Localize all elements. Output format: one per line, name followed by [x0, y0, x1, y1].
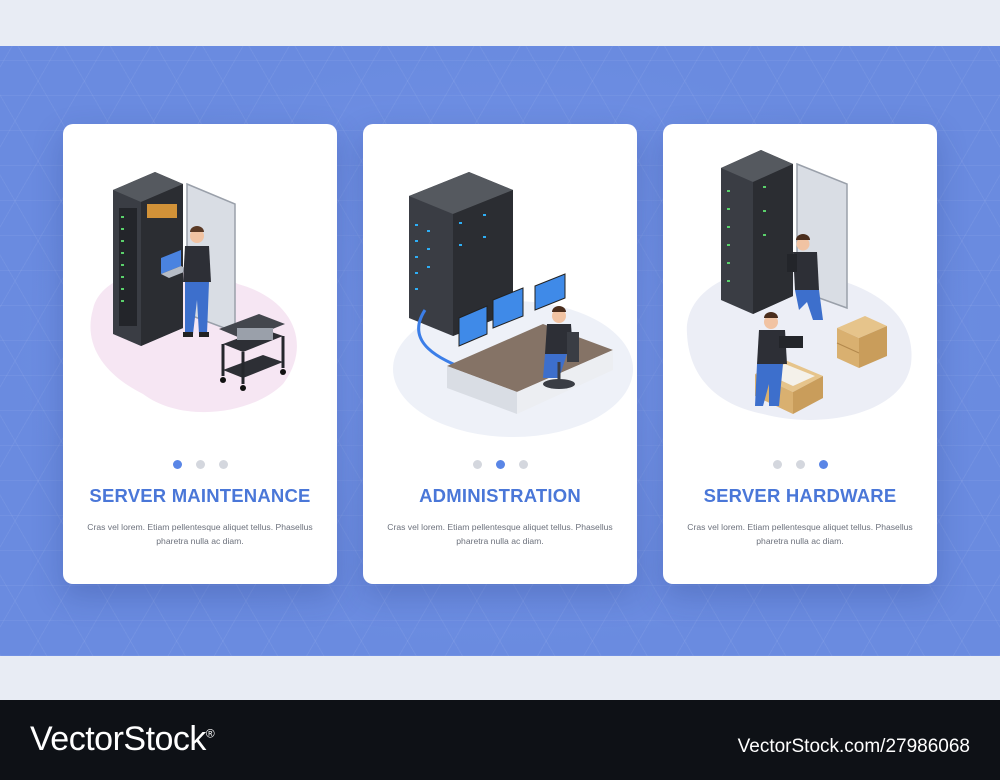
pagination-dots — [363, 460, 637, 469]
administration-illustration — [393, 172, 633, 437]
pagination-dots — [663, 460, 937, 469]
card-administration[interactable]: ADMINISTRATION Cras vel lorem. Etiam pel… — [363, 124, 637, 584]
pagination-dot-1[interactable] — [772, 460, 782, 469]
watermark-logo: VectorStock® — [30, 720, 215, 759]
pagination-dot-3[interactable] — [818, 460, 828, 469]
card-description: Cras vel lorem. Etiam pellentesque aliqu… — [87, 522, 313, 546]
registered-mark: ® — [205, 726, 215, 741]
watermark-image-id: VectorStock.com/27986068 — [737, 736, 970, 757]
pagination-dot-3[interactable] — [518, 460, 528, 469]
pagination-dot-2[interactable] — [795, 460, 805, 469]
card-server-maintenance[interactable]: SERVER MAINTENANCE Cras vel lorem. Etiam… — [63, 124, 337, 584]
pagination-dot-1[interactable] — [172, 460, 182, 469]
card-server-hardware[interactable]: SERVER HARDWARE Cras vel lorem. Etiam pe… — [663, 124, 937, 584]
card-description: Cras vel lorem. Etiam pellentesque aliqu… — [687, 522, 913, 546]
card-title: ADMINISTRATION — [419, 485, 581, 506]
pagination-dot-2[interactable] — [195, 460, 205, 469]
watermark-bar: VectorStock® VectorStock.com/27986068 — [0, 700, 1000, 780]
pagination-dot-2[interactable] — [495, 460, 505, 469]
pagination-dot-1[interactable] — [472, 460, 482, 469]
card-description: Cras vel lorem. Etiam pellentesque aliqu… — [387, 522, 613, 546]
watermark-logo-text: VectorStock — [30, 720, 206, 758]
card-title: SERVER HARDWARE — [703, 485, 897, 506]
pagination-dots — [63, 460, 337, 469]
card-title: SERVER MAINTENANCE — [89, 485, 311, 506]
server-maintenance-illustration — [90, 172, 297, 413]
pagination-dot-3[interactable] — [218, 460, 228, 469]
bottom-border-strip — [0, 656, 1000, 700]
server-hardware-illustration — [686, 150, 912, 420]
top-border-strip — [0, 0, 1000, 46]
